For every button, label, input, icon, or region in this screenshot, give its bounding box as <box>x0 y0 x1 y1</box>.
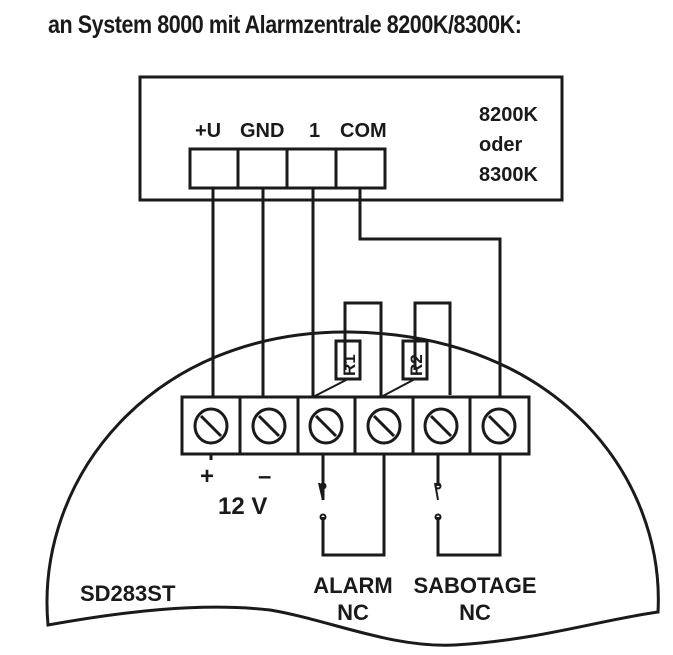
panel-terminal-block <box>188 147 387 190</box>
detector-housing-outline <box>45 330 660 647</box>
screw-slot-1 <box>199 414 223 438</box>
terminal-label-1: 1 <box>309 120 320 142</box>
screw-slot-3 <box>314 414 338 438</box>
resistor-r1-lead <box>312 378 349 398</box>
diagram-title: an System 8000 mit Alarmzentrale 8200K/8… <box>48 11 522 39</box>
panel-model-8200k: 8200K <box>479 104 538 126</box>
resistor-r2-lead <box>380 378 416 398</box>
resistor-r2-label: R2 <box>407 354 426 376</box>
resistor-r1-loop <box>343 301 383 397</box>
voltage-label: 12 V <box>218 493 267 520</box>
power-plus-label: + <box>200 463 214 490</box>
sabotage-loop <box>436 454 502 557</box>
resistor-r1-label: R1 <box>340 354 359 376</box>
screw-slot-5 <box>429 414 453 438</box>
detector-model-label: SD283ST <box>80 581 176 606</box>
alarm-label: ALARM <box>313 573 392 598</box>
control-panel-box <box>138 75 564 202</box>
wire-com <box>358 188 502 397</box>
sabotage-switch-node-top <box>434 482 442 490</box>
screw-slot-4 <box>372 414 396 438</box>
screw-slot-2 <box>257 414 281 438</box>
alarm-switch-node-bottom <box>319 513 327 521</box>
panel-model-oder: oder <box>479 134 523 156</box>
sabotage-nc-label: NC <box>459 600 491 625</box>
resistor-r2-loop <box>413 301 452 395</box>
sabotage-label: SABOTAGE <box>413 573 536 598</box>
panel-model-8300k: 8300K <box>479 164 538 186</box>
terminal-label-plus-u: +U <box>195 120 221 142</box>
terminal-label-com: COM <box>340 120 387 142</box>
power-minus-label: – <box>258 463 271 490</box>
detector-terminal-strip <box>180 395 531 456</box>
terminal-screws <box>193 407 517 445</box>
alarm-nc-label: NC <box>337 600 369 625</box>
sabotage-switch-node-bottom <box>434 513 442 521</box>
screw-slot-6 <box>487 414 511 438</box>
alarm-loop <box>321 454 386 557</box>
terminal-label-gnd: GND <box>240 120 284 142</box>
alarm-switch-node-top <box>319 482 327 490</box>
